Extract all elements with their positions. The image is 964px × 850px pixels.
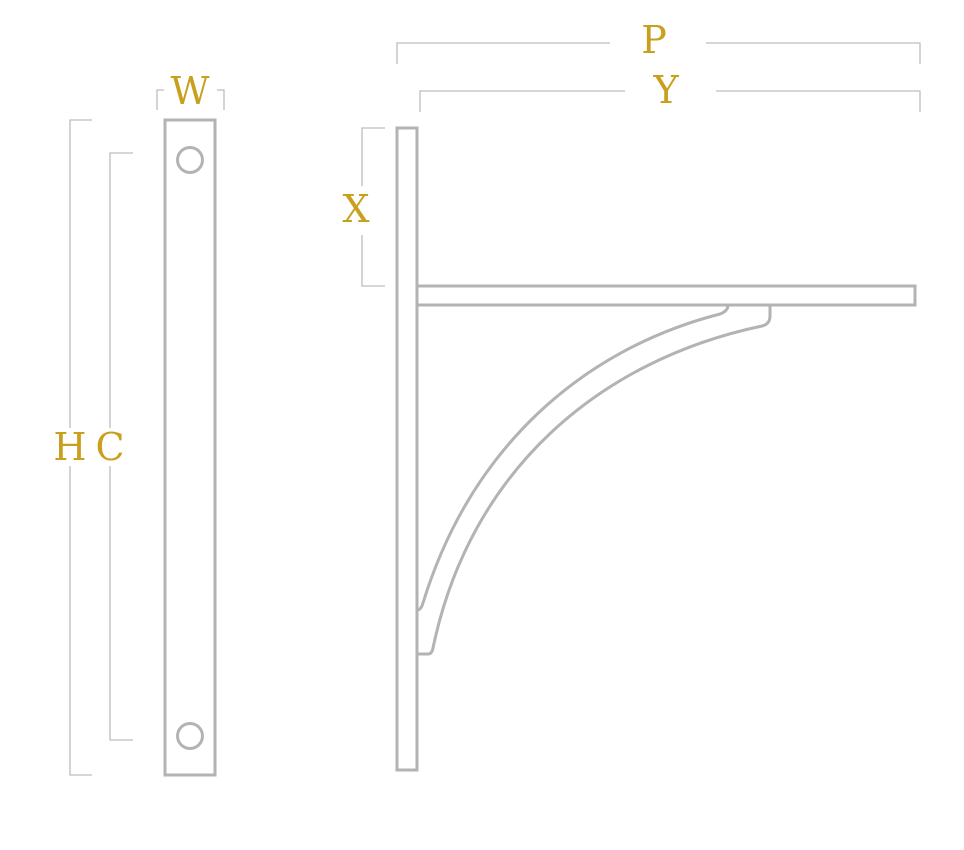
centres-dimension-top <box>109 152 133 428</box>
height-dimension-bottom <box>69 466 92 776</box>
width-dimension-right <box>217 89 225 110</box>
arm-dimension-left <box>419 90 625 112</box>
arm-dimension-right <box>716 90 921 112</box>
height-label: H <box>53 425 86 469</box>
shelf-arm <box>415 284 917 307</box>
projection-dimension-right <box>706 42 921 64</box>
front-plate <box>163 118 217 777</box>
offset-dimension-top <box>361 127 385 186</box>
side-plate <box>395 126 419 772</box>
centres-label: C <box>95 425 124 469</box>
height-dimension-top <box>69 119 92 428</box>
centres-dimension-bottom <box>109 466 133 741</box>
offset-dimension-bottom <box>361 235 385 287</box>
width-label: W <box>170 69 209 113</box>
side-view: P Y X <box>342 18 921 772</box>
front-view: W H C <box>53 69 225 777</box>
projection-label: P <box>641 18 667 62</box>
bottom-screw-hole <box>176 722 204 750</box>
width-dimension-left <box>156 89 164 110</box>
support-curve-outer <box>417 305 772 656</box>
offset-label: X <box>342 187 369 231</box>
arm-label: Y <box>652 68 679 112</box>
top-screw-hole <box>176 146 204 174</box>
projection-dimension-left <box>396 42 610 64</box>
support-curve-inner <box>416 304 730 612</box>
